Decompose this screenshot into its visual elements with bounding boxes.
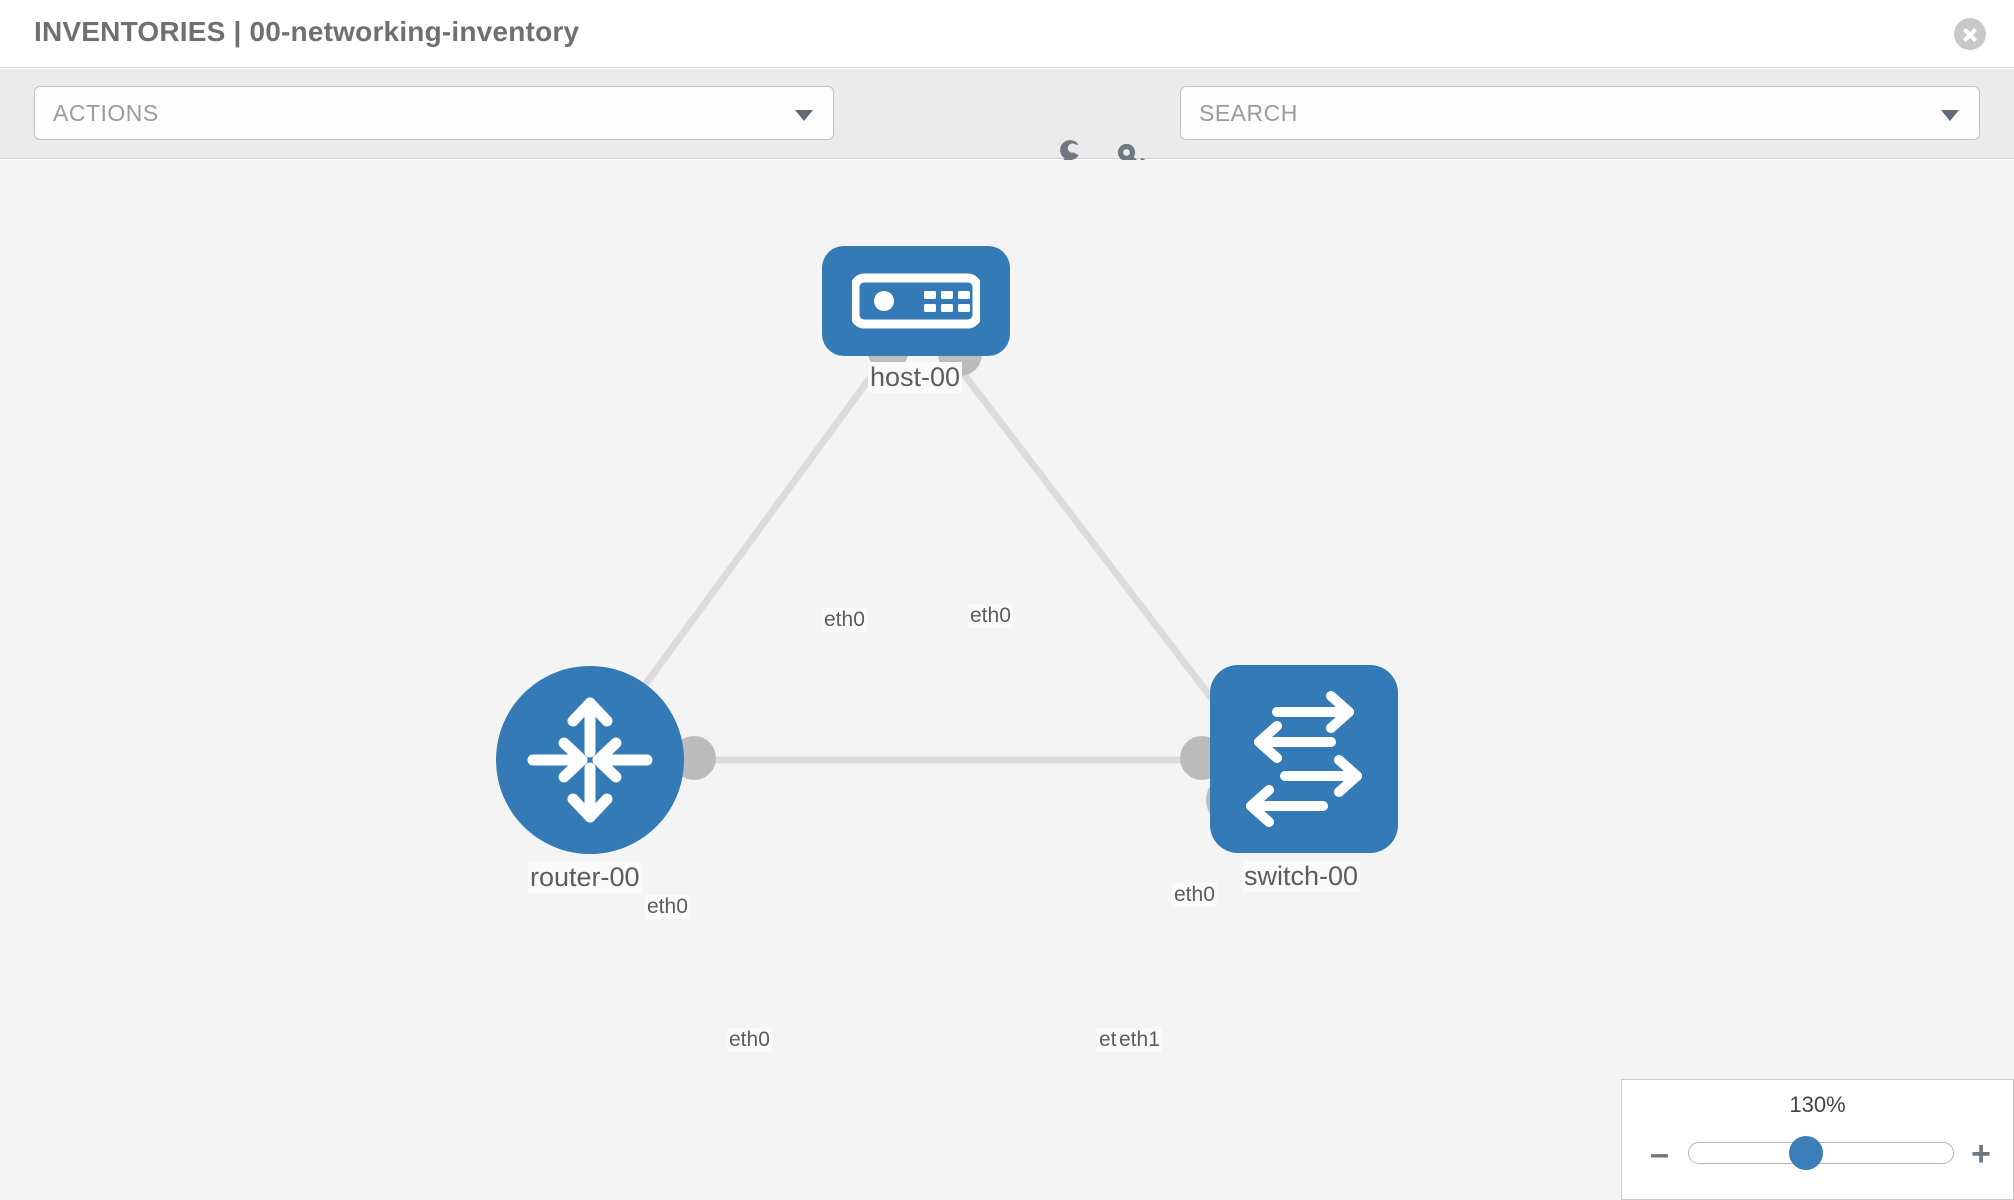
- topology-canvas[interactable]: host-00 router-00: [0, 160, 2014, 1200]
- topology-edges: [609, 353, 1235, 764]
- edge-label-switch-up: eth0: [1172, 883, 1217, 907]
- actions-dropdown[interactable]: ACTIONS: [34, 86, 834, 140]
- edge-host-router: [609, 353, 889, 733]
- node-label-router-00: router-00: [528, 862, 642, 893]
- edge-label-router-right: eth0: [727, 1028, 772, 1052]
- actions-dropdown-label: ACTIONS: [53, 100, 159, 126]
- window-header: INVENTORIES | 00-networking-inventory: [0, 0, 2014, 68]
- search-placeholder: SEARCH: [1199, 100, 1298, 126]
- zoom-slider-thumb[interactable]: [1789, 1136, 1823, 1170]
- node-switch-00[interactable]: switch-00: [1210, 665, 1398, 892]
- router-node-shape: [496, 666, 684, 854]
- edge-host-switch: [947, 353, 1235, 728]
- edge-label-host-right: eth0: [968, 604, 1013, 628]
- edge-label-host-left: eth0: [822, 608, 867, 632]
- toolbar: ACTIONS SEARCH: [0, 69, 2014, 173]
- node-label-host-00: host-00: [868, 362, 963, 393]
- search-input[interactable]: SEARCH: [1180, 86, 1980, 140]
- zoom-out-button[interactable]: –: [1650, 1135, 1669, 1173]
- switch-node-shape: [1210, 665, 1398, 853]
- node-host-00[interactable]: host-00: [822, 246, 1010, 393]
- switch-arrows-icon: [1246, 691, 1362, 827]
- chevron-down-icon: [795, 110, 813, 121]
- chevron-down-icon: [1941, 110, 1959, 121]
- close-icon[interactable]: [1954, 18, 1986, 50]
- page-title: INVENTORIES | 00-networking-inventory: [34, 16, 580, 47]
- server-icon: [852, 273, 980, 329]
- zoom-level-value: 130%: [1789, 1092, 1846, 1117]
- edge-label-router-up: eth0: [645, 895, 690, 919]
- zoom-control[interactable]: 130% – +: [1621, 1079, 2014, 1200]
- router-arrows-icon: [527, 697, 653, 823]
- node-label-switch-00: switch-00: [1242, 861, 1361, 892]
- node-router-00[interactable]: router-00: [496, 666, 684, 893]
- zoom-in-button[interactable]: +: [1971, 1135, 1991, 1173]
- edge-label-switch-left-b: eth1: [1117, 1028, 1162, 1052]
